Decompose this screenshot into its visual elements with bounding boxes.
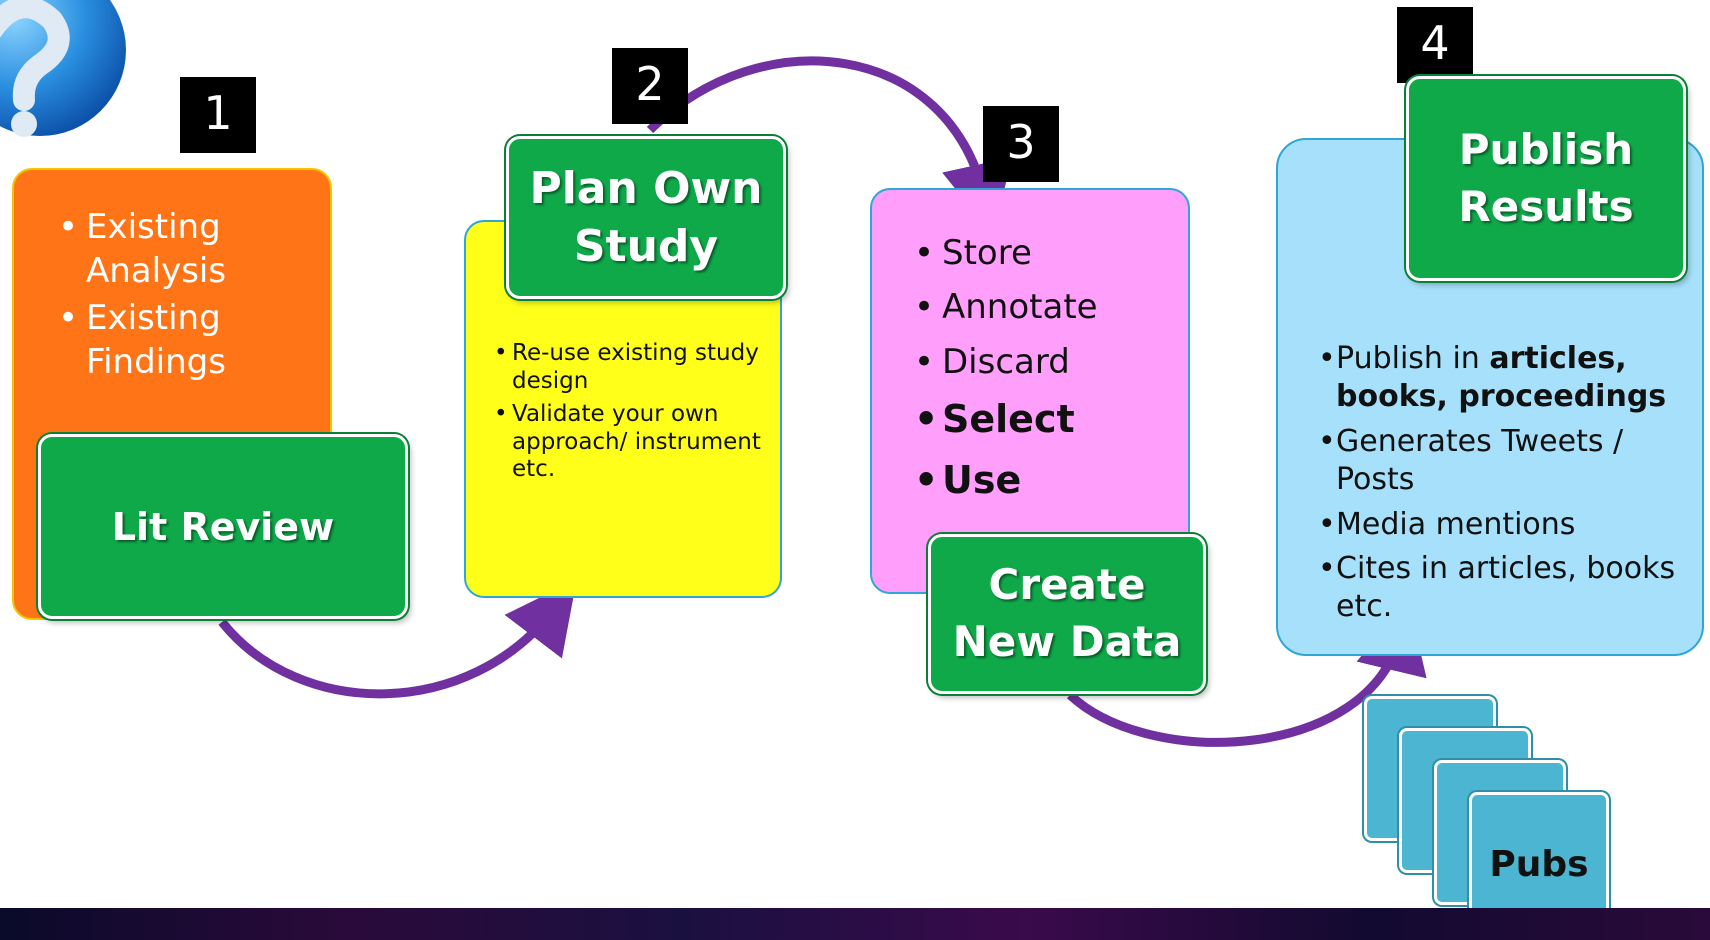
step-4-bullets: Publish in articles, books, proceedings … <box>1318 340 1688 627</box>
step-1-bullet: Existing Findings <box>54 297 304 384</box>
step-4-bullet: Generates Tweets / Posts <box>1318 423 1688 500</box>
arrow-3-to-4 <box>1066 600 1427 747</box>
step-2-bullet: Re-use existing study design <box>494 340 764 395</box>
step-1-number: 1 <box>180 77 256 153</box>
step-2-bullet: Validate your own approach/ instrument e… <box>494 401 764 484</box>
step-4-title-box: Publish Results <box>1406 76 1686 281</box>
pubs-label: Pubs <box>1489 844 1589 885</box>
step-3-bullet: Select <box>910 389 1170 450</box>
step-3-bullets: Store Annotate Discard Select Use <box>910 226 1170 511</box>
help-question-icon <box>0 0 128 138</box>
step-4-bullet: Publish in articles, books, proceedings <box>1318 340 1688 417</box>
bottom-decorative-band <box>0 908 1710 940</box>
arrow-2-to-3 <box>646 56 1013 236</box>
step-3-bullet: Store <box>910 226 1170 281</box>
step-3-number: 3 <box>983 106 1059 182</box>
step-3-bullet: Use <box>910 450 1170 511</box>
step-3-title-line1: Create <box>988 560 1146 610</box>
step-2-title-box: Plan Own Study <box>506 136 786 299</box>
step-3-panel: Store Annotate Discard Select Use <box>870 188 1190 594</box>
step-2-bullets: Re-use existing study design Validate yo… <box>494 340 764 484</box>
step-2-title-line1: Plan Own <box>529 163 763 215</box>
step-3-title-box: Create New Data <box>928 534 1206 694</box>
step-1-title-box: Lit Review <box>38 434 408 619</box>
step-1-bullet: Existing Analysis <box>54 206 304 293</box>
step-2-number: 2 <box>612 48 688 124</box>
step-4-number: 4 <box>1397 7 1473 83</box>
step-3-bullet: Annotate <box>910 280 1170 335</box>
step-4-title-line2: Results <box>1458 181 1634 231</box>
step-2-title-line2: Study <box>573 220 719 272</box>
step-3-bullet: Discard <box>910 335 1170 390</box>
step-4-bullet-1-text: Publish in <box>1336 341 1490 376</box>
step-4-title-line1: Publish <box>1458 124 1634 174</box>
step-4-bullet-1-bold: articles, books, proceedings <box>1336 341 1667 415</box>
step-1-bullets: Existing Analysis Existing Findings <box>54 206 304 384</box>
step-1-title: Lit Review <box>111 504 335 549</box>
arrow-1-to-2 <box>218 579 577 699</box>
step-4-bullet: Cites in articles, books etc. <box>1318 550 1688 627</box>
step-3-title-line2: New Data <box>952 617 1182 666</box>
step-4-bullet: Media mentions <box>1318 506 1688 545</box>
